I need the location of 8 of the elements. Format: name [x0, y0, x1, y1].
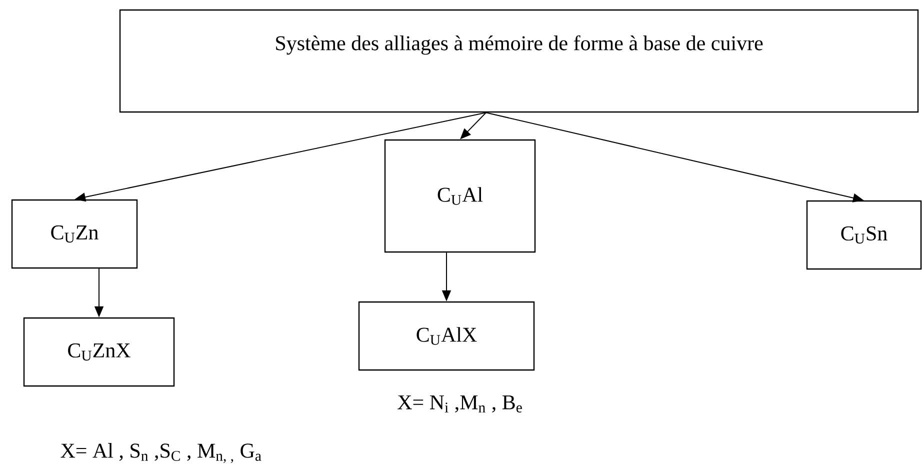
alloy-box: C$_{U}$ZnX	[23, 317, 175, 387]
alloy-box: C$_{U}$Al	[384, 139, 536, 253]
title-box: Système des alliages à mémoire de forme à base de cuivre	[119, 9, 919, 113]
note-text: X= Al , S$_{n}$ ,S$_{C}$ , M$_{n, ,}$ G$_{a}$	[60, 443, 262, 463]
alloy-box: C$_{U}$AlX	[358, 301, 535, 371]
alloy-box: C$_{U}$Sn	[806, 200, 922, 270]
note-text: X= N$_{i}$ ,M$_{n}$ , B$_{e}$	[398, 395, 522, 412]
alloy-box: C$_{U}$Zn	[11, 199, 138, 269]
